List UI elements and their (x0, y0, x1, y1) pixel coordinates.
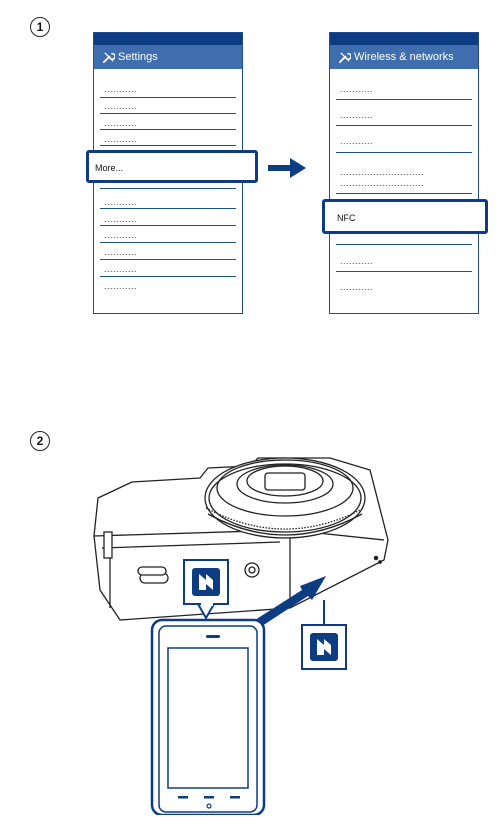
divider (336, 271, 472, 272)
nfc-callout-phone (302, 600, 346, 669)
list-item: ........... (340, 85, 373, 94)
list-item: ............................ (340, 168, 424, 177)
divider (100, 259, 236, 260)
list-item: ........... (104, 282, 137, 291)
list-item: ........... (104, 85, 137, 94)
wireless-title: Wireless & networks (354, 51, 454, 63)
list-item: ........... (104, 135, 137, 144)
more-menu-item[interactable]: More... (86, 150, 258, 183)
divider (336, 152, 472, 153)
nfc-menu-item[interactable]: NFC (322, 199, 488, 234)
list-item: ........... (104, 119, 137, 128)
wrench-icon (102, 51, 115, 64)
divider (100, 145, 236, 146)
divider (100, 225, 236, 226)
settings-header: Settings (94, 45, 242, 69)
list-item: ........... (104, 265, 137, 274)
divider (336, 125, 472, 126)
list-item: ........... (340, 111, 373, 120)
smartphone-icon (152, 620, 264, 815)
camera-phone-illustration (80, 440, 410, 815)
status-bar (330, 33, 478, 45)
status-bar (94, 33, 242, 45)
list-item: ........... (104, 248, 137, 257)
divider (336, 193, 472, 194)
divider (100, 129, 236, 130)
arrow-right-icon (268, 158, 306, 178)
more-label: More... (95, 163, 123, 173)
divider (336, 244, 472, 245)
divider (100, 208, 236, 209)
divider (100, 188, 236, 189)
divider (100, 276, 236, 277)
step-1-number: 1 (30, 17, 50, 37)
wrench-icon (338, 51, 351, 64)
divider (100, 113, 236, 114)
camera-icon (94, 458, 388, 620)
divider (100, 97, 236, 98)
wireless-networks-screen: Wireless & networks ........... ........… (329, 32, 479, 314)
list-item: ........... (104, 215, 137, 224)
settings-title: Settings (118, 51, 158, 63)
list-item: ............................ (340, 179, 424, 188)
list-item: ........... (104, 231, 137, 240)
wireless-header: Wireless & networks (330, 45, 478, 69)
list-item: ........... (104, 102, 137, 111)
step-2-number: 2 (30, 431, 50, 451)
divider (336, 99, 472, 100)
nfc-label: NFC (337, 213, 356, 223)
divider (100, 242, 236, 243)
list-item: ........... (340, 283, 373, 292)
list-item: ........... (340, 257, 373, 266)
list-item: ........... (340, 137, 373, 146)
list-item: ........... (104, 198, 137, 207)
